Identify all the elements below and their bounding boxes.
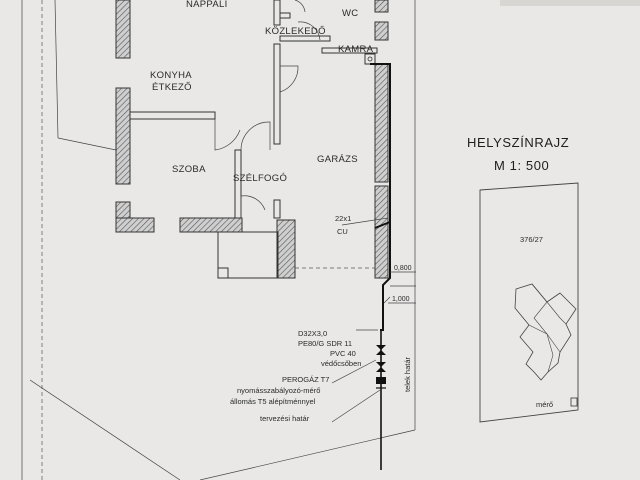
room-label-szoba: SZOBA [172, 164, 206, 175]
pipe-spec-1: D32X3,0 [298, 329, 327, 338]
pipe-size-label: 22x1 [335, 214, 351, 223]
door-swings [214, 0, 321, 218]
dimension-1000: 1,000 [392, 296, 410, 303]
room-label-szelfogo: SZÉLFOGÓ [233, 173, 287, 184]
room-label-kozlekedo: KÖZLEKEDŐ [265, 26, 326, 37]
meter-label: mérő [536, 400, 553, 409]
pipe-spec-4: védőcsőben [321, 359, 361, 368]
dimensions [383, 271, 416, 304]
parcel-number: 376/27 [520, 235, 543, 244]
design-boundary-label: tervezési határ [260, 414, 310, 423]
dimension-0800: 0,800 [394, 265, 412, 272]
room-label-konyha: KONYHA [150, 70, 192, 81]
device-label-3: állomás T5 alépítménnyel [230, 397, 316, 406]
pipe-spec-3: PVC 40 [330, 349, 356, 358]
plot-boundary-label: telek határ [403, 356, 412, 392]
site-plan-inset [479, 182, 579, 423]
building-walls [115, 0, 389, 279]
note-leaders [331, 329, 381, 423]
plot-boundary [21, 0, 416, 480]
room-label-wc: WC [342, 8, 358, 19]
device-label-1: PEROGÁZ T7 [282, 375, 329, 384]
room-label-nappali: NAPPALI [186, 0, 228, 10]
meter-station-symbol [376, 345, 386, 389]
room-label-kamra: KAMRA [338, 44, 374, 55]
room-label-etkezo: ÉTKEZŐ [152, 82, 192, 93]
pipe-spec-2: PE80/G SDR 11 [298, 339, 352, 348]
site-plan-title: HELYSZÍNRAJZ [467, 135, 569, 150]
device-label-2: nyomásszabályozó-mérő [237, 386, 320, 395]
pipe-material-label: CU [337, 227, 348, 236]
room-label-garazs: GARÁZS [317, 154, 358, 165]
site-plan-scale: M 1: 500 [494, 158, 549, 173]
